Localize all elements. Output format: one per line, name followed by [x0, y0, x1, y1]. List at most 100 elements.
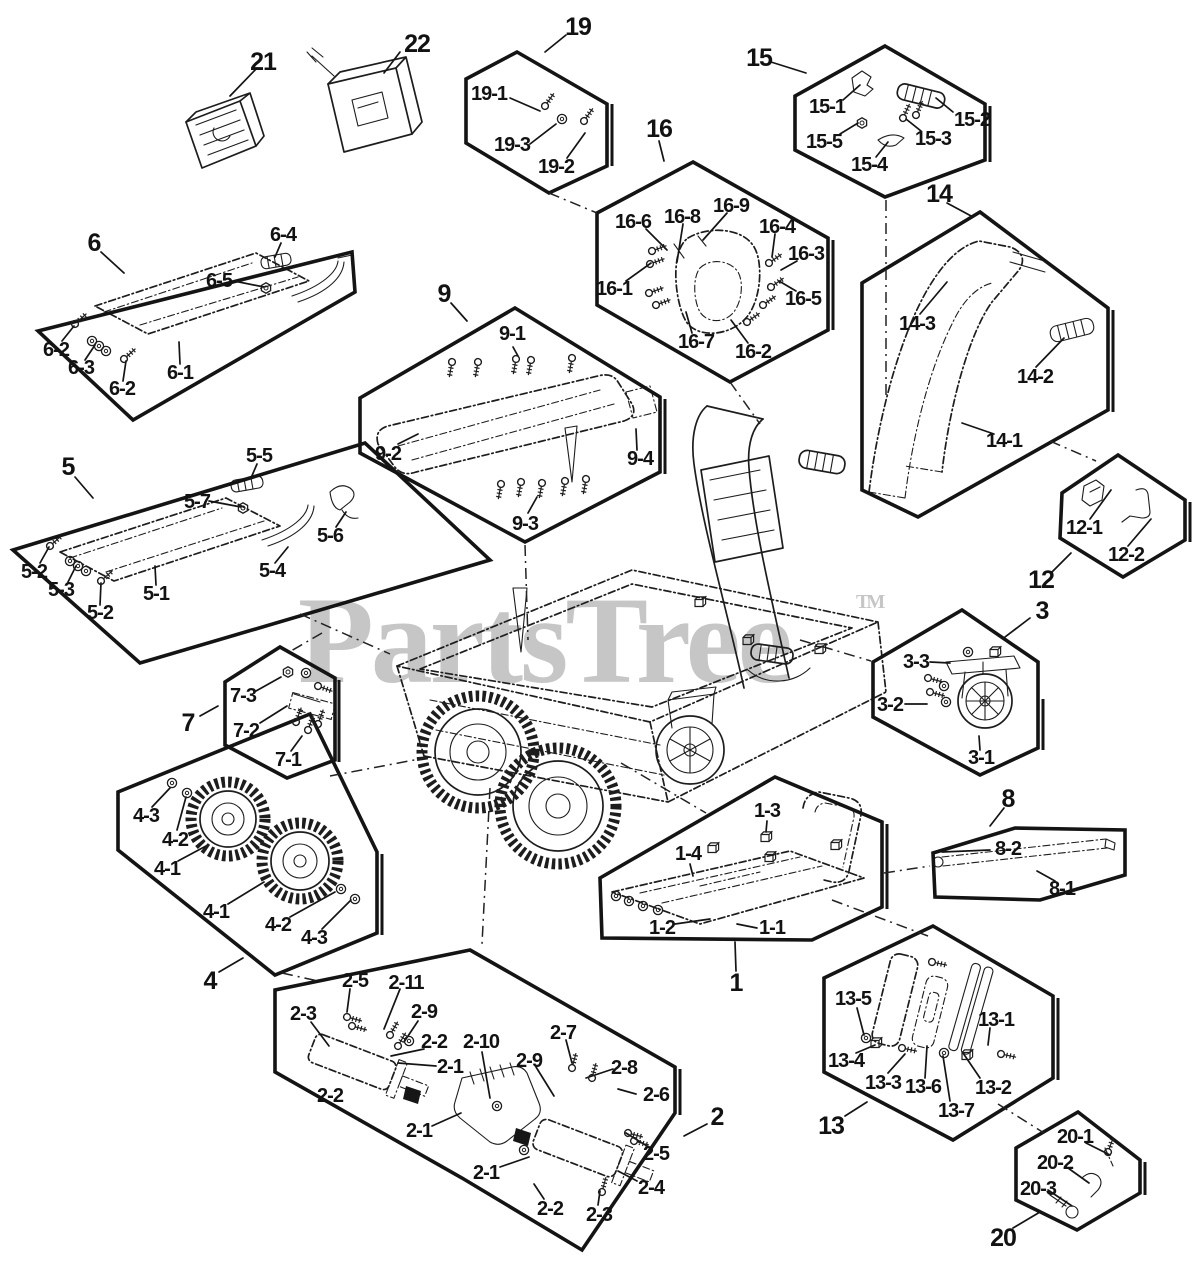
callout-leader-line [702, 212, 728, 241]
washer-glyph [181, 787, 193, 799]
part-label-16-4: 16-4 [759, 216, 797, 238]
part-label-6-1: 6-1 [167, 362, 194, 384]
callout-leader-line [597, 1190, 601, 1206]
washer-glyph [518, 1144, 530, 1156]
part-label-2-10: 2-10 [463, 1031, 500, 1053]
callout-leader-line [321, 899, 352, 930]
screw-glyph [347, 1021, 369, 1034]
screw-glyph [579, 474, 591, 496]
part-label-15-2: 15-2 [954, 109, 991, 131]
callout-leader-line [533, 1183, 545, 1200]
callout-leader-line [674, 918, 711, 925]
part-label-15-1: 15-1 [809, 96, 846, 118]
part-label-16-2: 16-2 [735, 341, 772, 363]
callout-leader-line [780, 260, 798, 271]
group-box-13 [822, 923, 1055, 1143]
screw-glyph [118, 345, 139, 365]
part-label-2-4: 2-4 [638, 1177, 666, 1199]
screw-glyph [312, 707, 328, 730]
callout-leader-line [617, 1088, 637, 1095]
part-label-2-2: 2-2 [537, 1198, 564, 1220]
part-label-9-1: 9-1 [499, 323, 526, 345]
screw-glyph [897, 1043, 919, 1056]
part-label-1: 1 [730, 969, 744, 997]
box4-wheels-sketch [185, 776, 344, 905]
callout-leader-line [905, 118, 922, 132]
callout-leader-line [1036, 870, 1056, 882]
part-label-8: 8 [1002, 785, 1016, 813]
screw-glyph [757, 292, 779, 311]
callout-leader-line [431, 1112, 462, 1127]
screw-glyph [597, 1175, 610, 1197]
clip-glyph [760, 831, 773, 843]
part-label-5: 5 [62, 453, 76, 481]
part-label-2: 2 [711, 1103, 724, 1131]
callout-leader-line [855, 1044, 876, 1054]
part-label-13-5: 13-5 [835, 988, 872, 1010]
callout-leader-line [919, 281, 948, 315]
callout-leader-line [1067, 1167, 1090, 1184]
group-box-12 [1058, 452, 1187, 580]
part-label-6-4: 6-4 [270, 224, 298, 246]
dashed-connector-line [548, 192, 598, 214]
callout-leader-line [229, 67, 258, 97]
part-label-2-1: 2-1 [437, 1056, 464, 1078]
callout-leader-line [122, 360, 127, 382]
part-label-9-2: 9-2 [375, 443, 402, 465]
part-label-14-3: 14-3 [899, 313, 936, 335]
part-label-6-2: 6-2 [43, 339, 70, 361]
callout-leader-line [527, 496, 538, 514]
callout-leader-line [290, 735, 303, 752]
callout-leader-line [1035, 337, 1065, 368]
part-label-14-1: 14-1 [986, 430, 1023, 452]
screw-glyph [927, 957, 949, 970]
clip-glyph [764, 851, 777, 863]
part-label-4-2: 4-2 [162, 829, 189, 851]
screw-glyph [535, 478, 547, 500]
washer-glyph [556, 113, 568, 125]
part-label-22: 22 [404, 30, 430, 58]
callout-leader-line [1051, 552, 1072, 573]
callout-leader-line [99, 582, 102, 606]
group-box-1 [598, 774, 884, 942]
part-label-19-3: 19-3 [494, 134, 531, 156]
screw-glyph [587, 1061, 600, 1083]
group-box-19 [464, 49, 609, 196]
box14-handle-sketch [868, 240, 1095, 499]
callout-leader-line [403, 1020, 419, 1043]
screw-glyph [524, 355, 536, 377]
screw-glyph [514, 477, 526, 499]
dashed-connector-line [329, 756, 431, 777]
dashed-connector-line [729, 381, 761, 425]
callout-leader-line [689, 863, 694, 877]
callout-leader-line [1089, 489, 1112, 520]
callout-leader-line [535, 1066, 555, 1097]
washer-glyph [166, 777, 178, 789]
callout-leader-line [658, 140, 665, 162]
callout-leader-line [683, 1123, 708, 1137]
part-label-4-3: 4-3 [133, 805, 160, 827]
part-label-6-5: 6-5 [206, 270, 233, 292]
callout-leader-line [397, 1062, 437, 1067]
part-label-4-2: 4-2 [265, 914, 292, 936]
part-label-12-1: 12-1 [1066, 517, 1103, 539]
washer-glyph [962, 646, 974, 658]
part-label-21: 21 [250, 48, 277, 76]
part-label-2-3: 2-3 [586, 1204, 613, 1226]
part-label-13-4: 13-4 [828, 1050, 866, 1072]
part-label-16-6: 16-6 [615, 211, 652, 233]
washer-glyph [940, 696, 952, 708]
washer-glyph [938, 680, 950, 692]
box1-frame-sketch [611, 791, 865, 925]
clip-glyph [830, 839, 843, 851]
callout-leader-line [390, 1048, 425, 1057]
part-label-13-1: 13-1 [978, 1009, 1015, 1031]
callout-leader-line [512, 346, 519, 357]
part-label-13-7: 13-7 [938, 1100, 975, 1122]
callout-leader-line [685, 311, 693, 334]
washer-glyph [491, 1100, 503, 1112]
part-label-2-9: 2-9 [411, 1001, 438, 1023]
group-box-2 [273, 948, 677, 1253]
